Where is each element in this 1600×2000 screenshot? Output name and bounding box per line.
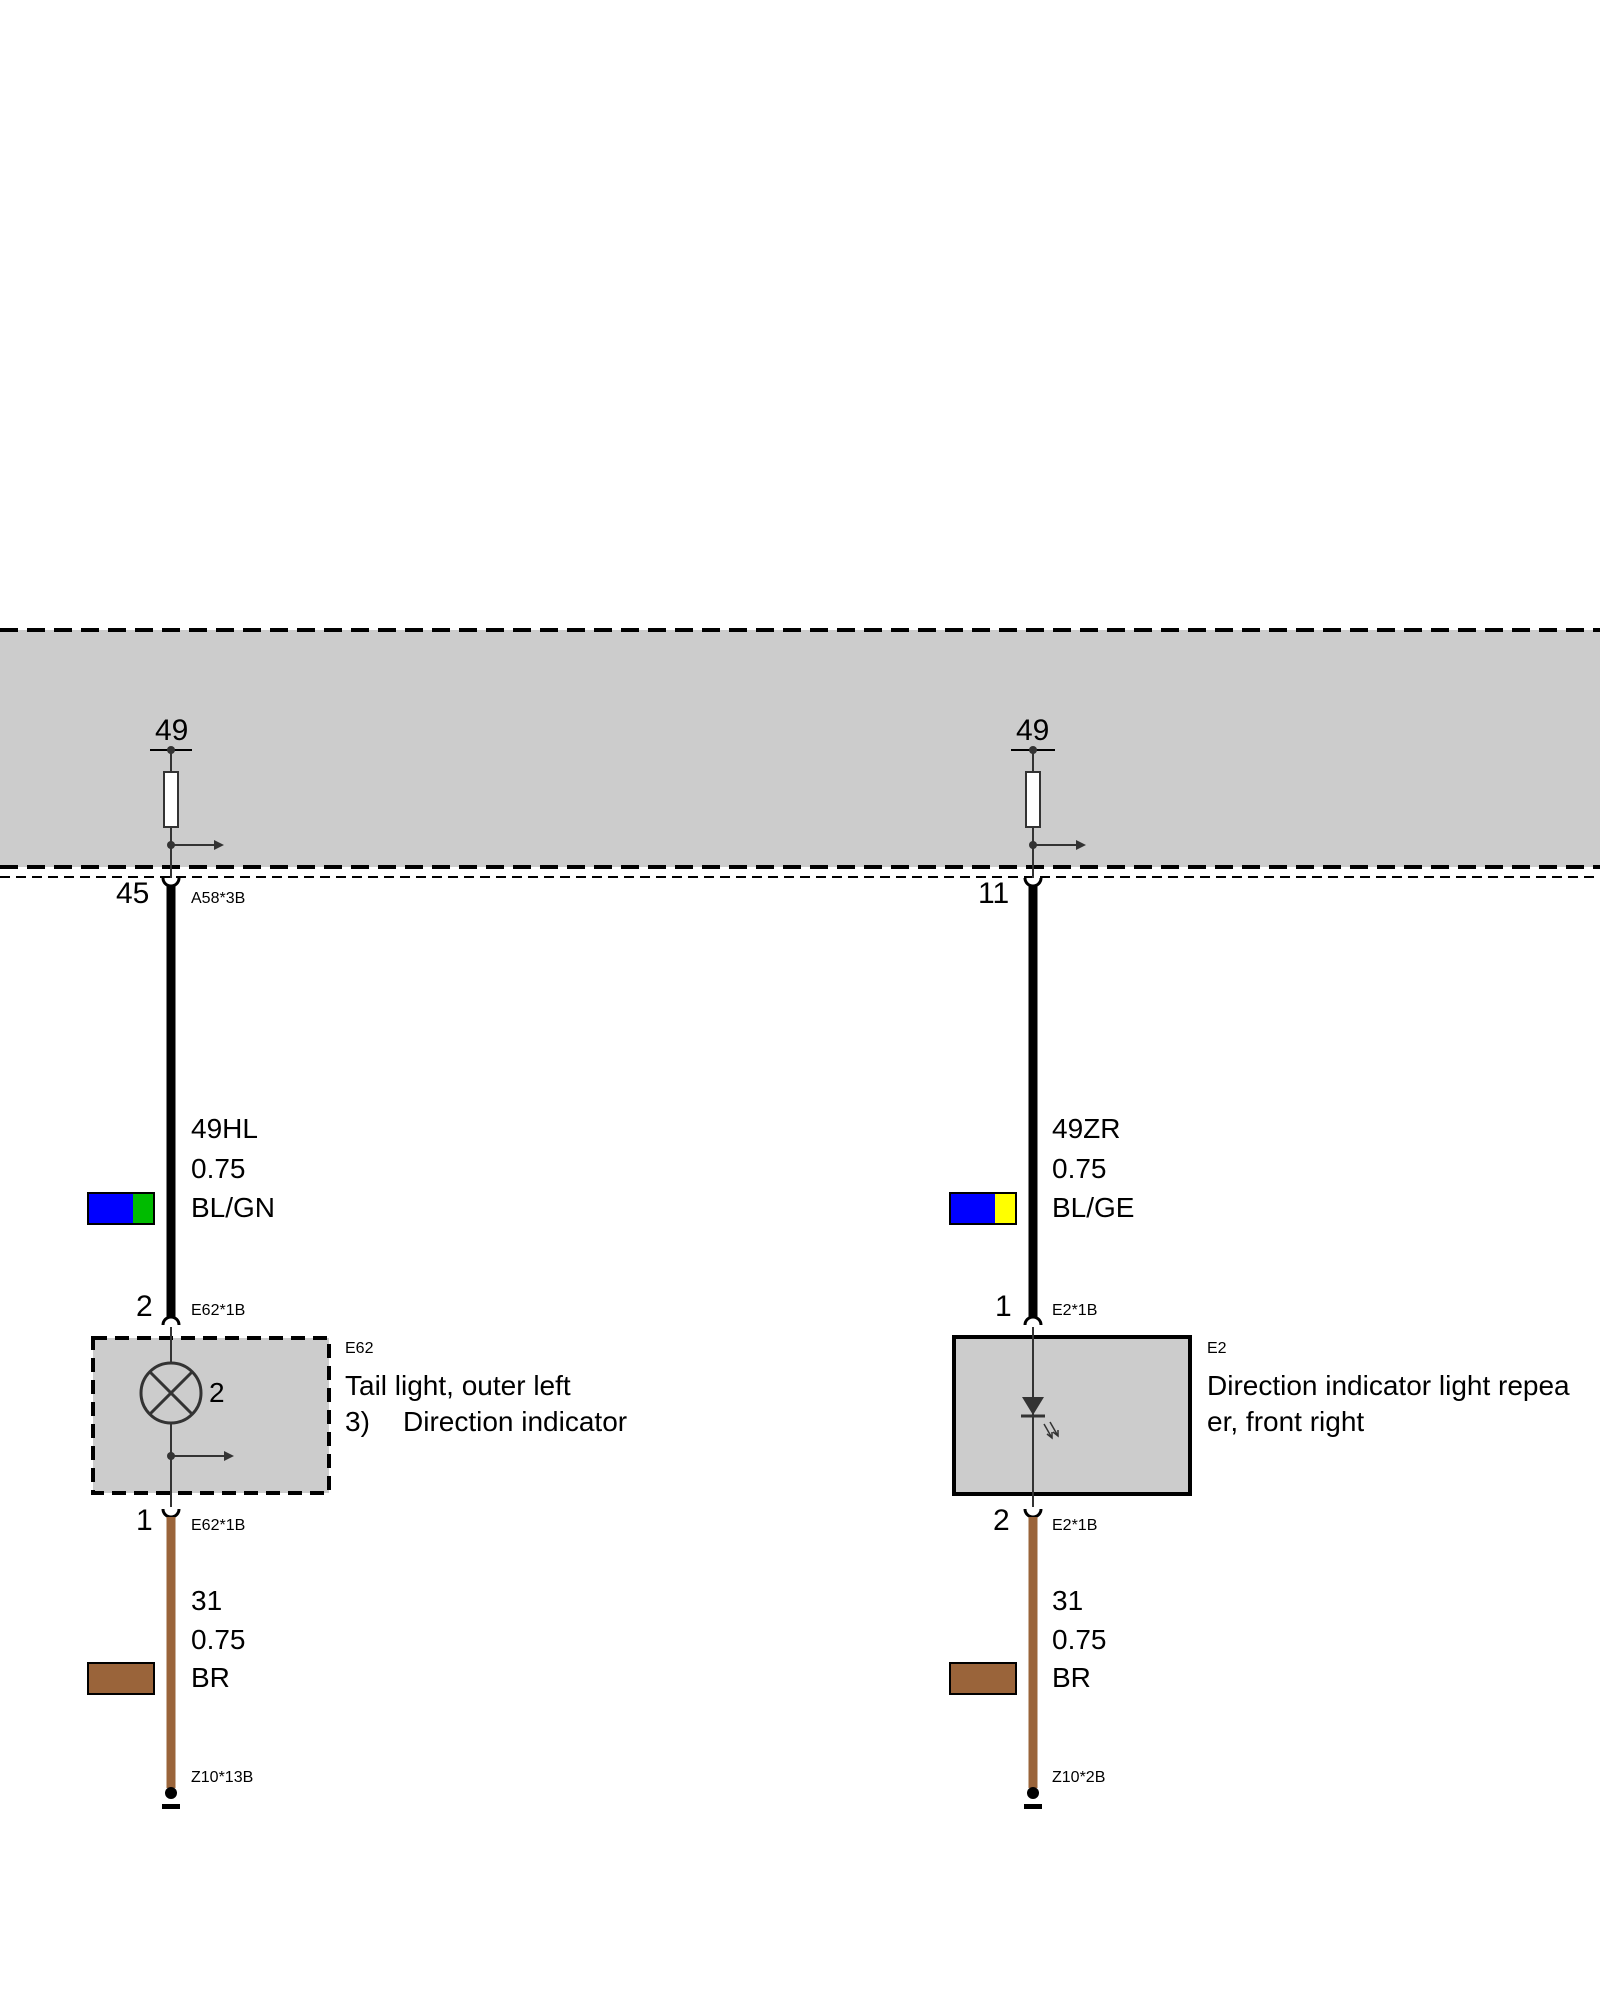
terminal-label-left: 49 [155, 714, 188, 747]
wire-color-swatch-right-top [949, 1192, 1017, 1225]
ground-bar [162, 1804, 180, 1809]
wire-color-swatch-right-bottom [949, 1662, 1017, 1695]
ground-bar [1024, 1804, 1042, 1809]
component-ref-e62: E62 [345, 1340, 374, 1357]
wire-id-left-bottom: 31 [191, 1585, 222, 1616]
connector-hook-icon [1023, 1315, 1043, 1326]
wire-id-right-top: 49ZR [1052, 1113, 1120, 1144]
lamp-inner-label: 2 [209, 1377, 225, 1408]
component-note-number-e62: 3) [345, 1406, 370, 1437]
pin-number-right-module: 11 [978, 877, 1009, 910]
wire-id-right-bottom: 31 [1052, 1585, 1083, 1616]
connector-label-right-component-in: E2*1B [1052, 1302, 1097, 1319]
led-ray-b [1049, 1421, 1059, 1437]
wire-id-left-top: 49HL [191, 1113, 258, 1144]
component-note-text-e62: Direction indicator [403, 1406, 627, 1437]
connector-label-left-component-out: E62*1B [191, 1517, 245, 1534]
wire-color-swatch-left-top [87, 1192, 155, 1225]
led-triangle [1022, 1397, 1044, 1415]
led-ray-a [1043, 1423, 1053, 1439]
swatch-border [87, 1192, 155, 1225]
component-name-e2-line2: er, front right [1207, 1406, 1364, 1437]
control-module [0, 628, 1600, 878]
component-name-e2-line1: Direction indicator light repea [1207, 1370, 1570, 1401]
swatch-yellow [995, 1193, 1016, 1224]
ground-icon [1024, 1787, 1042, 1809]
pin-number-right-component-in: 1 [995, 1290, 1012, 1323]
pin-number-right-component-out: 2 [993, 1504, 1010, 1537]
right-circuit: 49 11 49ZR 0.75 BL/GE 1 E2*1B [949, 714, 1570, 1809]
pin-number-left-component-out: 1 [136, 1504, 153, 1537]
left-circuit: 49 45 A58*3B 49HL 0.75 BL/GN 2 E62*1B 2 [87, 714, 627, 1809]
connector-label-left-component-in: E62*1B [191, 1302, 245, 1319]
swatch-blue [950, 1193, 995, 1224]
component-name-e62: Tail light, outer left [345, 1370, 571, 1401]
component-e2-box[interactable] [952, 1335, 1192, 1496]
wire-gauge-left-bottom: 0.75 [191, 1624, 246, 1655]
control-module-body [0, 630, 1600, 867]
terminal-label-right: 49 [1016, 714, 1049, 747]
swatch-blue [88, 1193, 133, 1224]
resistor-icon [163, 771, 179, 828]
led-ray-b-head [1052, 1430, 1059, 1438]
connector-hook-icon [1023, 1508, 1043, 1519]
connector-label-left-module: A58*3B [191, 890, 245, 907]
wire-color-code-right-top: BL/GE [1052, 1192, 1134, 1223]
led-icon [1021, 1397, 1059, 1440]
swatch-border [949, 1192, 1017, 1225]
connector-hook-icon [161, 877, 181, 888]
component-e62-box[interactable] [91, 1336, 331, 1495]
ground-dot [1027, 1787, 1039, 1799]
ground-dot [165, 1787, 177, 1799]
ground-connector-label-right: Z10*2B [1052, 1769, 1105, 1786]
swatch-green [133, 1193, 154, 1224]
wire-gauge-right-top: 0.75 [1052, 1153, 1107, 1184]
wire-color-code-left-top: BL/GN [191, 1192, 275, 1223]
pin-number-left-module: 45 [116, 877, 149, 910]
component-ref-e2: E2 [1207, 1340, 1227, 1357]
connector-hook-icon [161, 1315, 181, 1326]
wire-color-swatch-left-bottom [87, 1662, 155, 1695]
resistor-icon [1025, 771, 1041, 828]
connector-hook-icon [161, 1508, 181, 1519]
lamp-cross-b [148, 1370, 194, 1416]
wire-color-code-left-bottom: BR [191, 1662, 230, 1693]
connector-hook-icon [1023, 877, 1043, 888]
wire-gauge-left-top: 0.75 [191, 1153, 246, 1184]
connector-label-right-component-out: E2*1B [1052, 1517, 1097, 1534]
ground-icon [162, 1787, 180, 1809]
wire-color-code-right-bottom: BR [1052, 1662, 1091, 1693]
wire-gauge-right-bottom: 0.75 [1052, 1624, 1107, 1655]
led-ray-a-head [1046, 1432, 1053, 1440]
pin-number-left-component-in: 2 [136, 1290, 153, 1323]
ground-connector-label-left: Z10*13B [191, 1769, 253, 1786]
